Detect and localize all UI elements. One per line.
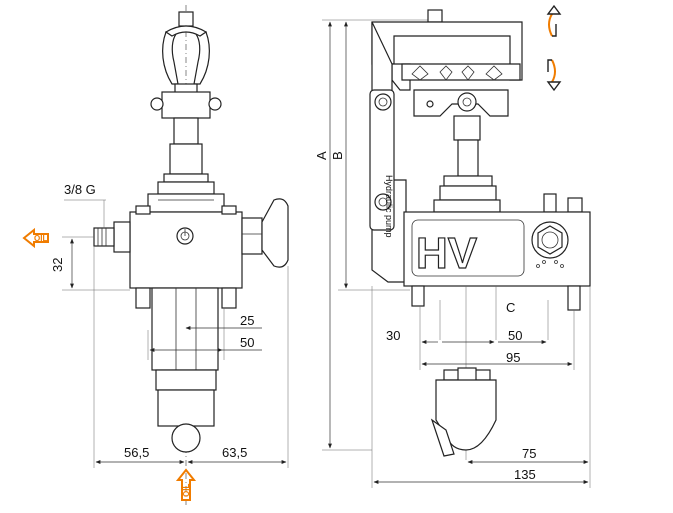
right-view: A B (314, 4, 591, 488)
oil-bottom-port: OIL (175, 468, 197, 501)
thread-label: 3/8 G (64, 182, 96, 197)
dim-C-label: C (506, 300, 515, 315)
dim-A-label: A (314, 151, 329, 160)
dim-25-label: 25 (240, 313, 254, 328)
nameplate-text: Hydraulic pump (384, 175, 394, 238)
pivot-block (150, 91, 222, 145)
hv-logo: HV (416, 229, 478, 278)
dim-75-label: 75 (522, 446, 536, 461)
dim-thread: 3/8 G (64, 182, 106, 228)
dim-A-B: A B (314, 19, 432, 451)
dim-135-label: 135 (514, 467, 536, 482)
lower-section-right (411, 285, 581, 460)
dim-56-5-label: 56,5 (124, 445, 149, 460)
pump-body (93, 198, 289, 289)
oil-side-label: OIL (34, 234, 47, 243)
dim-bottom-left: 56,5 63,5 (93, 246, 289, 468)
collar (433, 175, 583, 213)
main-block: HV (403, 211, 591, 287)
height-32-label: 32 (50, 258, 65, 272)
dim-B-label: B (330, 151, 345, 160)
left-view: 3/8 G 32 OIL 25 50 (22, 5, 289, 505)
side-plate: Hydraulic pump (369, 21, 407, 283)
column (147, 143, 225, 213)
dim-75-135: 75 135 (371, 286, 591, 488)
dim-30-50-95: 30 50 95 (386, 328, 573, 366)
dim-50-label: 50 (240, 335, 254, 350)
handle-fork (162, 11, 210, 95)
dim-32: 32 (50, 236, 130, 291)
dim-25-50: 25 50 (147, 308, 262, 360)
dim-50-right-label: 50 (508, 328, 522, 343)
oil-side-port: OIL (22, 227, 49, 249)
dim-30-label: 30 (386, 328, 400, 343)
handle (371, 9, 523, 91)
dim-63-5-label: 63,5 (222, 445, 247, 460)
oil-bottom-label: OIL (182, 484, 191, 497)
dim-95-label: 95 (506, 350, 520, 365)
rotate-down-arrow (546, 59, 562, 92)
linkage (413, 89, 509, 177)
rotate-up-arrow (546, 4, 562, 37)
lower-section (135, 287, 237, 453)
